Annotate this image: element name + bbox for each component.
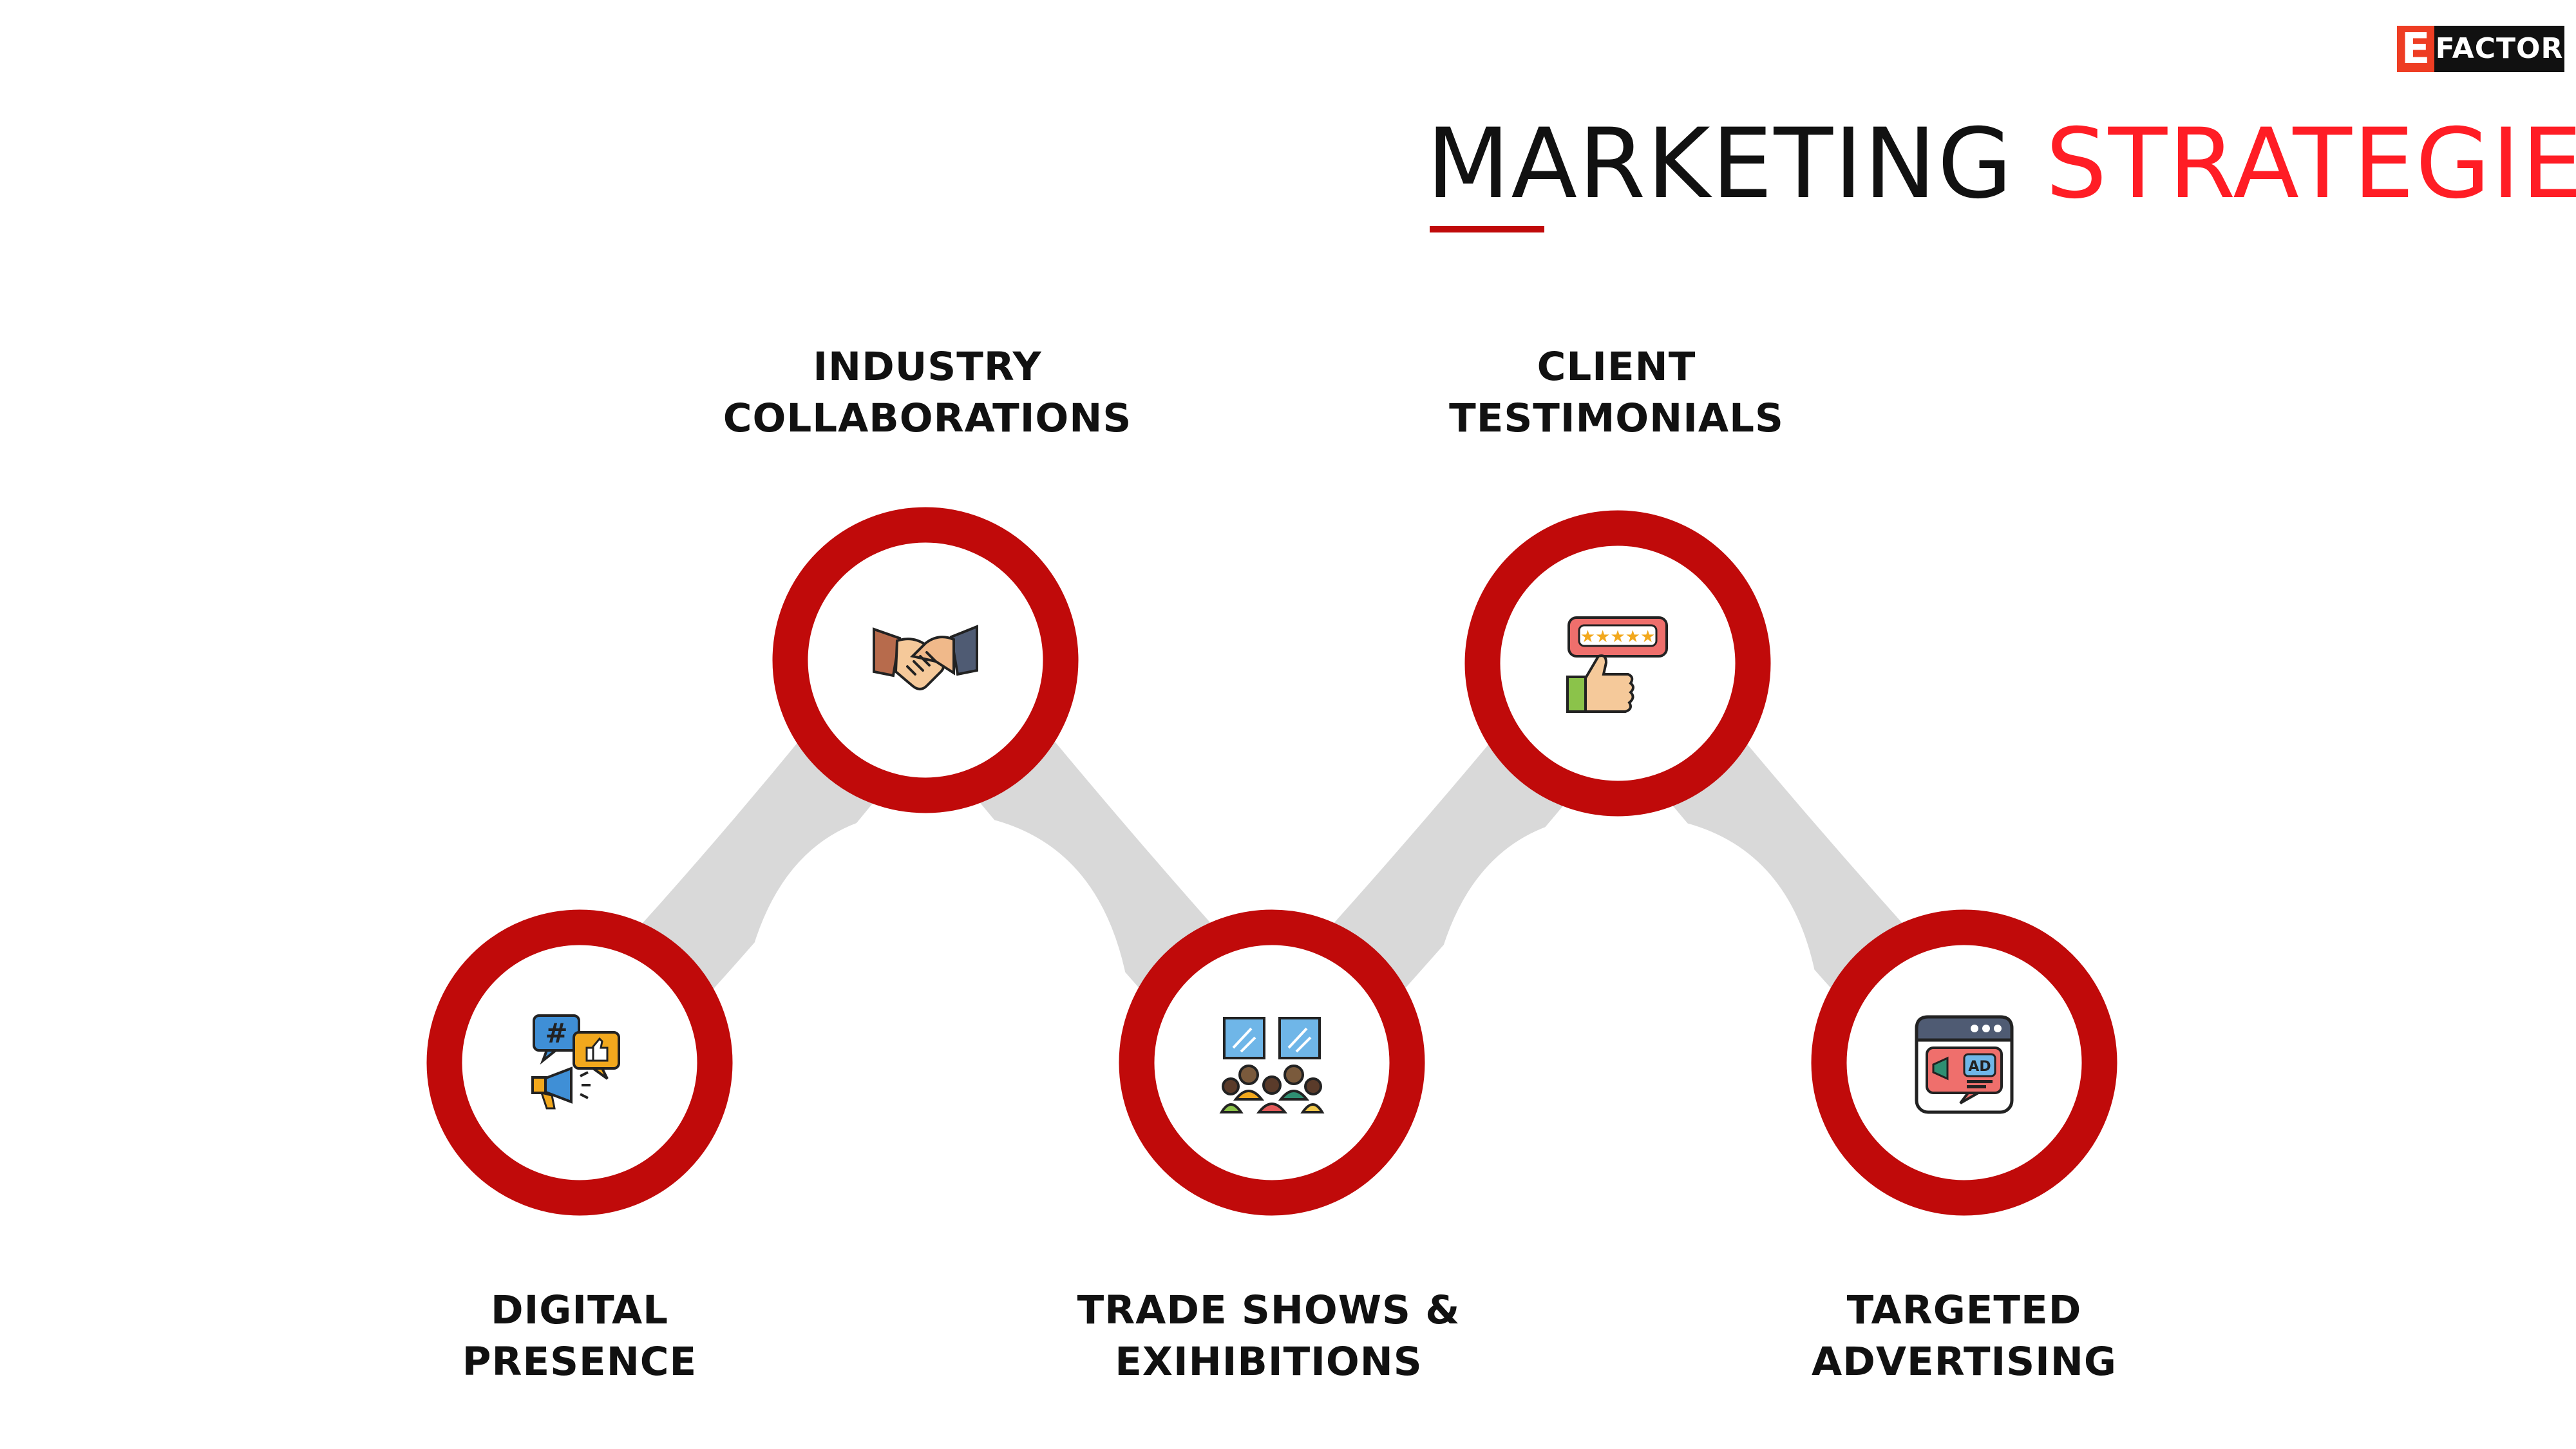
brand-logo: E FACTOR [2397,26,2564,72]
page-title: MARKETING STRATEGIES [1426,108,2576,220]
rating-thumbs-up-icon: ★★★★★ [1566,616,1668,713]
step-node-trade-shows [1119,909,1425,1216]
step-label-industry-collaborations: INDUSTRY COLLABORATIONS [689,341,1166,444]
title-part-1: MARKETING [1426,108,2014,220]
step-label-line: TESTIMONIALS [1449,395,1784,441]
social-media-megaphone-icon: # [531,1014,620,1110]
connector-inner-cutout [734,811,1133,1301]
svg-text:#: # [545,1018,567,1049]
step-label-client-testimonials: CLIENT TESTIMONIALS [1397,341,1835,444]
step-node-digital-presence: # [426,909,733,1216]
trade-show-audience-icon [1219,1017,1325,1113]
handshake-icon [873,625,978,690]
step-label-line: ADVERTISING [1811,1339,2117,1385]
logo-wordmark: FACTOR [2434,26,2564,72]
step-node-targeted-advertising: AD [1811,909,2117,1216]
step-label-line: EXIHIBITIONS [1115,1339,1423,1385]
logo-mark: E [2397,26,2434,72]
title-part-2: STRATEGIES [2045,108,2576,220]
step-label-line: PRESENCE [462,1339,697,1385]
title-underline [1430,226,1544,232]
step-label-line: DIGITAL [490,1287,669,1333]
step-label-line: COLLABORATIONS [723,395,1132,441]
ad-browser-icon: AD [1915,1015,2014,1114]
step-label-targeted-advertising: TARGETED ADVERTISING [1752,1285,2177,1388]
step-label-line: TARGETED [1846,1287,2082,1333]
svg-text:AD: AD [1968,1059,1991,1075]
step-label-line: INDUSTRY [813,344,1042,390]
step-label-line: TRADE SHOWS & [1077,1287,1461,1333]
step-label-line: CLIENT [1537,344,1696,390]
connector-inner-cutout [1423,815,1823,1301]
step-node-client-testimonials: ★★★★★ [1464,510,1771,817]
step-label-digital-presence: DIGITAL PRESENCE [386,1285,773,1388]
step-label-trade-shows: TRADE SHOWS & EXIHIBITIONS [1056,1285,1481,1388]
svg-text:★★★★★: ★★★★★ [1580,627,1656,647]
step-node-industry-collaborations [772,507,1079,813]
